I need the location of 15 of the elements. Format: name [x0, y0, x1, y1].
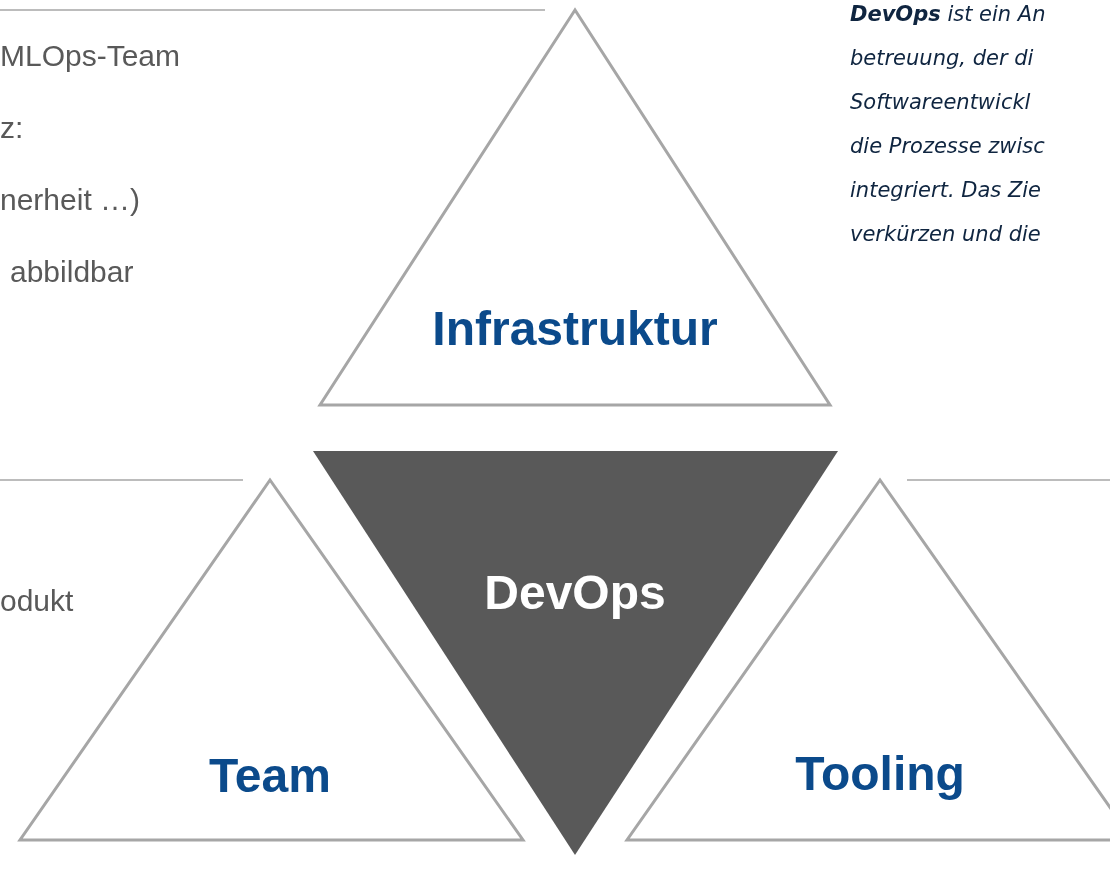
list-item: z:	[0, 110, 24, 146]
list-item: MLOps-Team	[0, 38, 181, 74]
node-title: Infrastruktur	[432, 305, 718, 353]
list-item: odukt	[0, 583, 74, 619]
paragraph-line: Softwareentwickl	[850, 90, 1031, 116]
list-item: abbildbar	[10, 254, 134, 290]
paragraph-line: DevOps ist ein An	[850, 2, 1046, 28]
list-item: nerheit …)	[0, 182, 141, 218]
paragraph-line: integriert. Das Zie	[850, 178, 1042, 204]
node-title: Team	[209, 752, 331, 800]
paragraph-line: verkürzen und die	[850, 222, 1041, 248]
paragraph-line: die Prozesse zwisc	[850, 134, 1045, 160]
node-title: Tooling	[795, 750, 965, 798]
paragraph-line: betreuung, der di	[850, 46, 1034, 72]
node-title: DevOps	[484, 569, 666, 617]
